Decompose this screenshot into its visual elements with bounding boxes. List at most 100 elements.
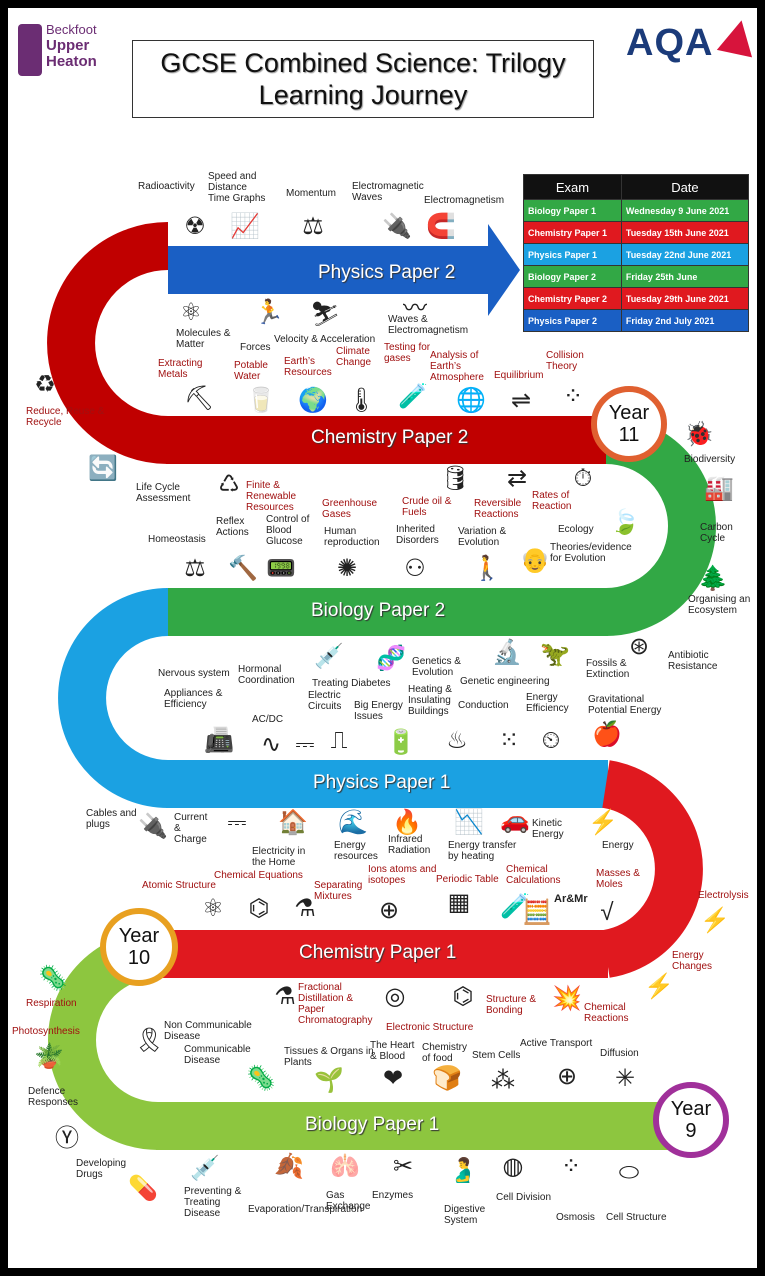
road-label-physics2: Physics Paper 2 — [318, 262, 456, 283]
plug-icon: 🔌 — [382, 213, 412, 240]
distillation-icon: ⚗ — [274, 983, 296, 1010]
wave-icon: 〰 — [403, 295, 427, 322]
plant-icon: 🌱 — [314, 1067, 344, 1094]
year9-number: 9 — [685, 1120, 697, 1142]
family-tree-icon: ⚇ — [404, 555, 426, 582]
topic-big-energy: Big Energy Issues — [354, 700, 403, 722]
year11-label: Year — [608, 402, 650, 424]
topic-carbon: Carbon Cycle — [700, 522, 733, 544]
ammeter-icon: ⎓ — [227, 809, 247, 836]
title-line1: GCSE Combined Science: Trilogy — [160, 48, 566, 78]
diffusion-icon: ✳ — [614, 1065, 636, 1092]
topic-chem-food: Chemistry of food — [422, 1042, 468, 1064]
snow-trees-icon: 🌲 — [698, 565, 728, 592]
reversible-icon: ⇄ — [506, 465, 528, 492]
topic-finite: Finite & Renewable Resources — [246, 480, 297, 513]
topic-theories: Theories/evidence for Evolution — [550, 542, 632, 564]
reflex-hammer-icon: 🔨 — [228, 555, 258, 582]
plug-socket-icon: 🔌 — [138, 813, 168, 840]
radiator-icon: ♨ — [446, 727, 468, 754]
particles-icon: ⁘ — [562, 383, 584, 410]
topic-periodic: Periodic Table — [436, 874, 499, 885]
year11-number: 11 — [618, 424, 640, 446]
bonding-icon: ⌬ — [452, 983, 474, 1010]
scales-icon: ⚖ — [184, 555, 206, 582]
biology2-road — [166, 588, 608, 636]
chemistry2-road — [166, 416, 606, 464]
topic-fractional: Fractional Distillation & Paper Chromato… — [298, 982, 373, 1026]
topic-rates: Rates of Reaction — [532, 490, 572, 512]
molecule-icon: ⌬ — [248, 895, 270, 922]
formula-icon: √ — [600, 899, 614, 926]
topic-climate: Climate Change — [336, 346, 372, 368]
road-label-chemistry2: Chemistry Paper 2 — [311, 427, 469, 448]
equilibrium-arrows-icon: ⇌ — [510, 387, 532, 414]
school-name-line2: Upper — [46, 37, 90, 54]
factory-icon: 🏭 — [704, 475, 734, 502]
topic-testing: Testing for gases — [384, 342, 431, 364]
gas-jar-icon: 🧪 — [398, 383, 428, 410]
test-tube-icon: 🧪 — [500, 893, 530, 920]
year9-label: Year — [670, 1098, 712, 1120]
renewable-icon: ♺ — [218, 471, 240, 498]
topic-diffusion: Diffusion — [600, 1048, 639, 1059]
topic-molecules: Molecules & Matter — [176, 328, 231, 350]
topic-biodiversity: Biodiversity — [684, 454, 736, 465]
topic-blood-glucose: Control of Blood Glucose — [266, 514, 310, 547]
topic-kinetic: Kinetic Energy — [532, 818, 564, 840]
topic-earth-res: Earth’s Resources — [284, 356, 332, 378]
periodic-table-icon: ▦ — [447, 889, 471, 916]
topic-organising: Organising an Ecosystem — [688, 594, 751, 616]
sperm-egg-icon: ✺ — [336, 555, 358, 582]
page: { "school": {"line1":"Beckfoot","line2":… — [8, 8, 757, 1268]
school-name-line3: Heaton — [46, 53, 97, 70]
heart-icon: ❤ — [382, 1065, 404, 1092]
circuit-icon: ⎍ — [330, 727, 348, 754]
leaf-icon: 🍃 — [610, 509, 640, 536]
exam-date: Wednesday 9 June 2021 — [620, 199, 750, 222]
topic-electricity-home: Electricity in the Home — [252, 846, 306, 868]
topic-energy-changes: Energy Changes — [672, 950, 713, 972]
exam-name: Chemistry Paper 1 — [523, 221, 622, 244]
topic-masses: Masses & Moles — [596, 868, 640, 890]
energy-bolt2-icon: ⚡ — [644, 973, 674, 1000]
topic-equilibrium: Equilibrium — [494, 370, 544, 381]
exam-date: Tuesday 29th June 2021 — [620, 287, 750, 310]
lungs-icon: 🫁 — [330, 1153, 360, 1180]
energy-bolt-icon: ⚡ — [588, 809, 618, 836]
chemistry1-road — [158, 930, 608, 978]
heat-graph-icon: 📉 — [454, 809, 484, 836]
topic-speed: Speed and Distance Time Graphs — [208, 171, 266, 204]
ribbon-icon: 🎗 — [134, 1027, 165, 1054]
magnet-icon: 🧲 — [426, 213, 456, 240]
mining-icon: ⛏ — [184, 385, 215, 412]
topic-antibiotic: Antibiotic Resistance — [668, 650, 718, 672]
exam-date: Friday 2nd July 2021 — [620, 309, 750, 332]
topic-reflex: Reflex Actions — [216, 516, 249, 538]
topic-appliances: Appliances & Efficiency — [164, 688, 223, 710]
topic-em-waves: Electromagnetic Waves — [352, 181, 424, 203]
topic-acdc: AC/DC — [252, 714, 284, 725]
lifecycle-icon: 🔄 — [88, 455, 118, 482]
learning-road — [47, 222, 716, 1150]
year10-number: 10 — [127, 947, 151, 969]
topic-gravitational: Gravitational Potential Energy — [588, 694, 662, 716]
water-glass-icon: 🥛 — [246, 387, 276, 414]
topic-homeostasis: Homeostasis — [148, 534, 206, 545]
chem1-right-curve — [601, 760, 703, 978]
infrared-icon: 🔥 — [392, 809, 422, 836]
globe-icon: 🌍 — [298, 387, 328, 414]
topic-active: Active Transport — [520, 1038, 593, 1049]
topic-extracting: Extracting Metals — [158, 358, 203, 380]
topic-waves-em: Waves & Electromagnetism — [388, 314, 469, 336]
topic-gas-exchange: Gas Exchange — [326, 1190, 371, 1212]
cell-icon: ⬭ — [618, 1159, 640, 1186]
topic-ecology: Ecology — [558, 524, 594, 535]
topic-energy-eff: Energy Efficiency — [526, 692, 569, 714]
